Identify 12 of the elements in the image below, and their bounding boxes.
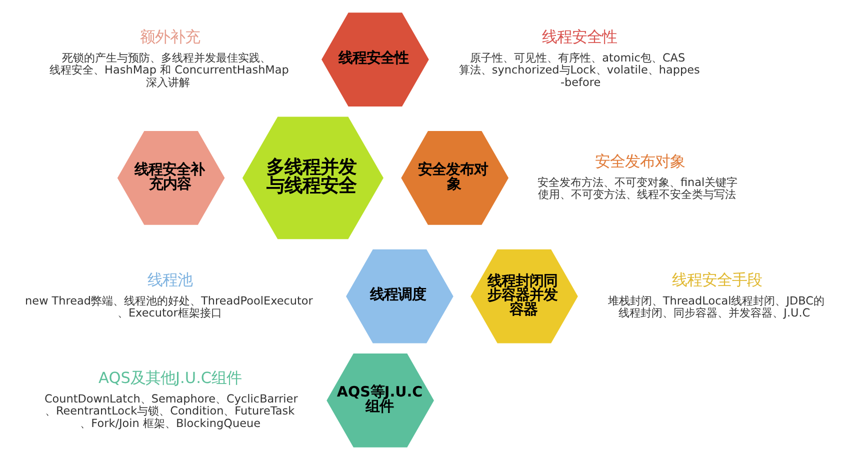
node-label: 线程池 (147, 270, 192, 289)
node-label: CountDownLatch、Semaphore、CyclicBarrier、ReentrantLock与锁、Condition、FutureTask、Fork/Join 框架、BlockingQueue (44, 392, 298, 430)
node-label: 额外补充 (139, 28, 200, 46)
node-label: 死锁的产生与预防、多线程并发最佳实践、线程安全、HashMap 和 ConcurrentHashMap 深入讲解 (49, 50, 288, 88)
node-label: 原子性、可见性、有序性、atomic包、CAS算法、synchorized与Lock、volatile、happes-before (458, 50, 700, 88)
node-label: 线程安全手段 (672, 270, 762, 289)
node-label: new Thread弊端、线程池的好处、ThreadPoolExecutor、Executor框架接口 (24, 294, 312, 320)
node-label: AQS及其他J.U.C组件 (98, 368, 242, 387)
node-label: 线程安全性 (542, 28, 617, 46)
node-label: 安全发布方法、不可变对象、final关键字使用、不可变方法、线程不安全类与写法 (537, 175, 738, 201)
node-label: 堆栈封闭、ThreadLocal线程封闭、JDBC的线程封闭、同步容器、并发容器、J.U.C (607, 294, 824, 320)
node-label: 安全发布对象 (594, 152, 685, 170)
